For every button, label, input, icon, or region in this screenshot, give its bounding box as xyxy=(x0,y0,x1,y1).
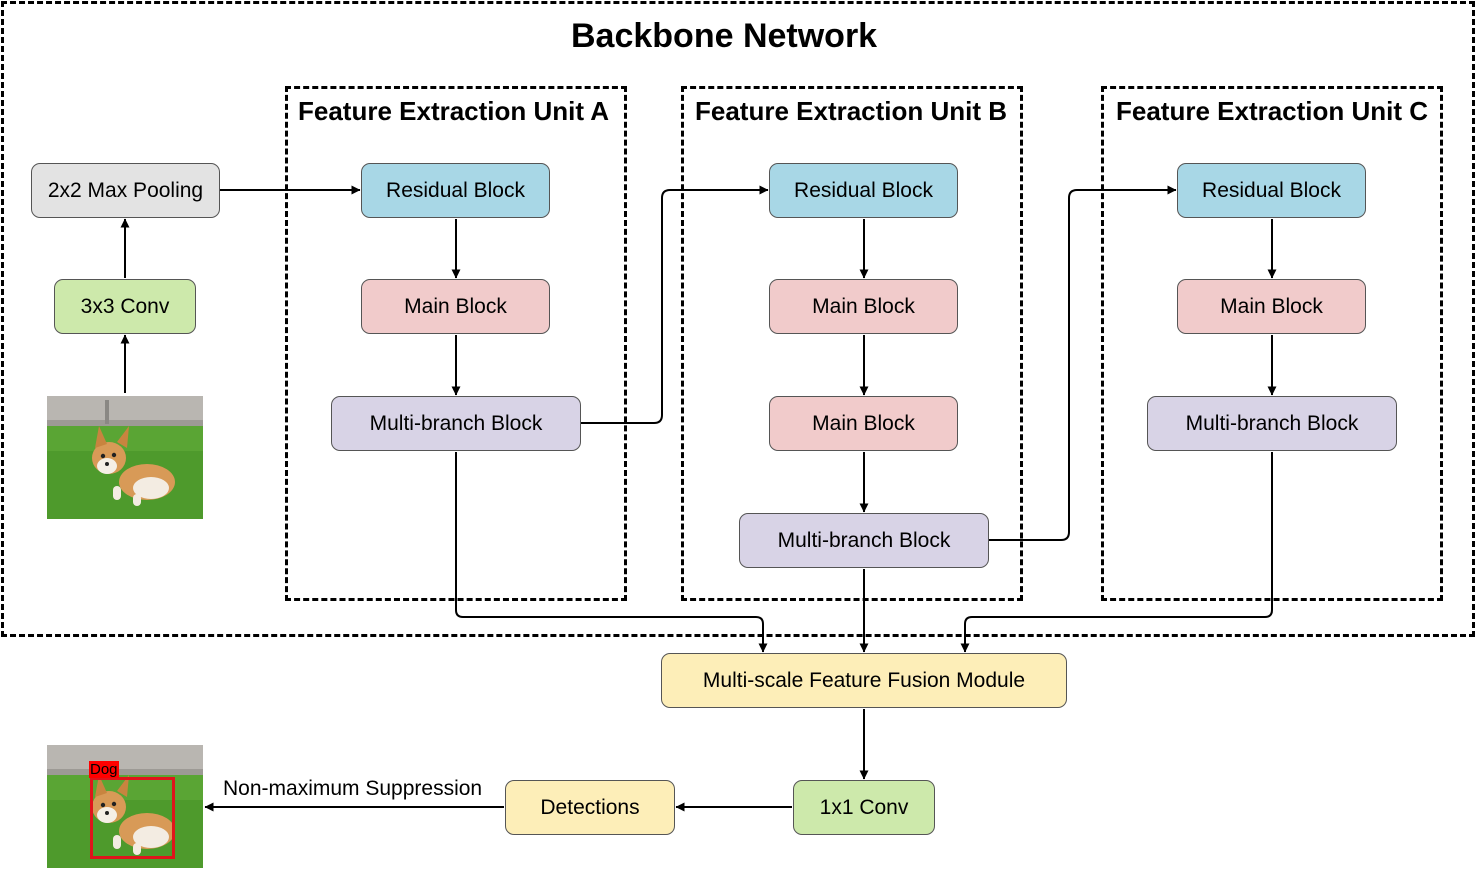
nms-label: Non-maximum Suppression xyxy=(223,777,483,800)
conv1x1-block: 1x1 Conv xyxy=(793,780,935,835)
unit-c-multi-branch-block: Multi-branch Block xyxy=(1147,396,1397,451)
unit-b-multi-branch-block: Multi-branch Block xyxy=(739,513,989,568)
unit-c-title: Feature Extraction Unit C xyxy=(1116,96,1429,126)
unit-a-residual-block: Residual Block xyxy=(361,163,550,218)
backbone-frame xyxy=(1,1,1475,637)
detection-bounding-box xyxy=(90,777,175,859)
unit-b-residual-block: Residual Block xyxy=(769,163,958,218)
unit-a-multi-branch-block: Multi-branch Block xyxy=(331,396,581,451)
detections-block: Detections xyxy=(505,780,675,835)
detection-label-dog: Dog xyxy=(89,761,119,778)
unit-c-residual-block: Residual Block xyxy=(1177,163,1366,218)
max-pooling-block: 2x2 Max Pooling xyxy=(31,163,220,218)
unit-a-title: Feature Extraction Unit A xyxy=(298,96,610,126)
multi-scale-fusion-module: Multi-scale Feature Fusion Module xyxy=(661,653,1067,708)
output-dog-image: Dog xyxy=(47,745,203,868)
conv3x3-block: 3x3 Conv xyxy=(54,279,196,334)
unit-b-title: Feature Extraction Unit B xyxy=(695,96,1008,126)
unit-c-main-block: Main Block xyxy=(1177,279,1366,334)
unit-a-main-block: Main Block xyxy=(361,279,550,334)
unit-b-main-block-2: Main Block xyxy=(769,396,958,451)
input-dog-image xyxy=(47,396,203,519)
unit-b-main-block-1: Main Block xyxy=(769,279,958,334)
unit-b-frame xyxy=(681,86,1023,601)
backbone-title: Backbone Network xyxy=(571,17,878,55)
